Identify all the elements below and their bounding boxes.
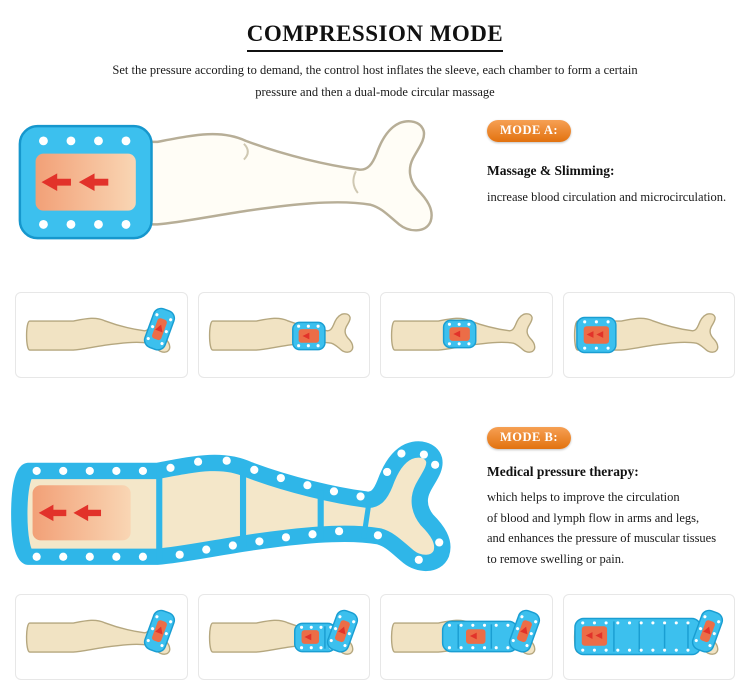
- mode-b-leg-illustration: [6, 440, 476, 604]
- leg-full-inflated-illustration: [573, 607, 726, 656]
- mode-a-description: increase blood circulation and microcirc…: [487, 190, 727, 204]
- mode-a-thumbnail-foot: [15, 292, 188, 378]
- leg-foot-to-knee-inflated-illustration: [391, 607, 543, 655]
- leg-knee-cuff-illustration: [391, 313, 536, 353]
- mode-b-thumbnail-foot: [15, 594, 188, 680]
- thigh-compression-cuff: [18, 124, 153, 240]
- leg-foot-calf-inflated-illustration: [208, 607, 361, 655]
- mode-b-thumbnail-foot-to-knee: [380, 594, 553, 680]
- page-subtitle: Set the pressure according to demand, th…: [0, 59, 750, 104]
- mode-a-thumbnail-calf: [197, 292, 370, 378]
- mode-a-leg-illustration: [18, 120, 433, 240]
- leg-foot-inflated-illustration: [26, 607, 178, 655]
- mode-b-badge: MODE B:: [487, 427, 572, 449]
- mode-b-heading: Medical pressure therapy:: [487, 464, 639, 479]
- ankle-crease: [352, 170, 359, 194]
- mode-b-description-line-3: and enhances the pressure of muscular ti…: [487, 531, 717, 545]
- knee-crease: [243, 143, 249, 161]
- mode-b-thumbnail-foot-calf: [197, 594, 370, 680]
- chamber-divider: [361, 497, 373, 539]
- mode-a-heading: Massage & Slimming:: [487, 163, 615, 178]
- mode-b-thumbnail-full-leg: [562, 594, 735, 680]
- mode-a-thumbnail-thigh: [562, 292, 735, 378]
- mode-a-badge: MODE A:: [487, 120, 572, 142]
- mode-b-thumbnails: [15, 594, 735, 680]
- leg-thigh-cuff-illustration: [573, 313, 719, 354]
- leg-foot-cuff-illustration: [26, 305, 178, 353]
- subtitle-line-1: Set the pressure according to demand, th…: [112, 62, 638, 77]
- mode-a-thumbnail-knee: [380, 292, 553, 378]
- mode-b-description: which helps to improve the circulation o…: [487, 487, 716, 569]
- page-title: COMPRESSION MODE: [0, 21, 750, 53]
- mode-b-description-line-4: to remove swelling or pain.: [487, 551, 625, 566]
- leg-calf-cuff-illustration: [208, 313, 354, 353]
- air-chamber-dots: [32, 449, 444, 564]
- mode-a-thumbnails: [15, 292, 735, 378]
- subtitle-line-2: pressure and then a dual-mode circular m…: [255, 85, 495, 99]
- mode-b-description-line-1: which helps to improve the circulation: [487, 490, 680, 504]
- page-title-text: COMPRESSION MODE: [246, 21, 504, 53]
- mode-b-description-line-2: of blood and lymph flow in arms and legs…: [487, 510, 700, 525]
